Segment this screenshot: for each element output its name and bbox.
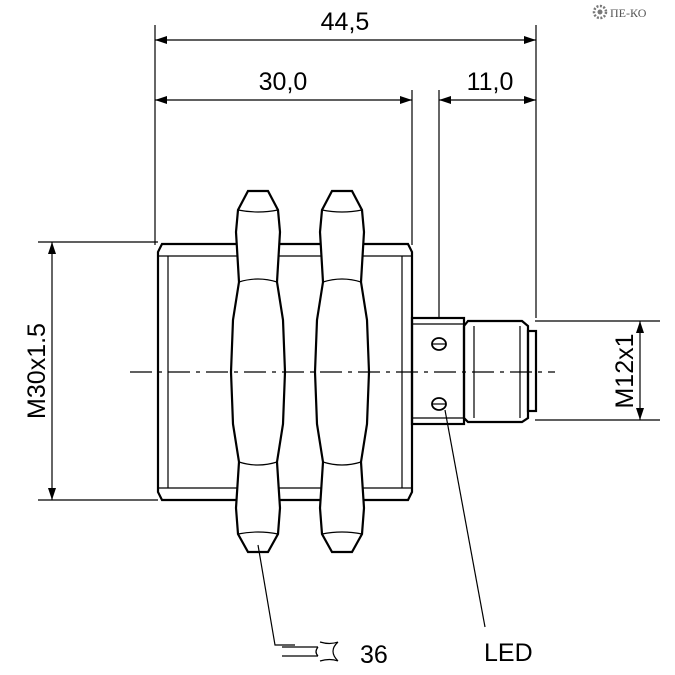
dim-thread-diameter: M30x1.5 xyxy=(23,242,56,500)
led-icon xyxy=(431,397,447,411)
dim-connector-thread: M12x1 xyxy=(611,321,644,420)
wrench-callout: 36 xyxy=(257,544,388,669)
dim-connector-length-label: 11,0 xyxy=(467,68,514,96)
dim-connector-thread-label: M12x1 xyxy=(611,333,639,408)
extension-lines xyxy=(38,25,660,501)
wrench-icon xyxy=(282,641,339,662)
led-icon xyxy=(431,337,447,351)
led-label: LED xyxy=(484,639,533,667)
dim-thread-length: 30,0 xyxy=(155,68,412,104)
connector-housing xyxy=(410,316,538,426)
led-windows xyxy=(431,337,447,411)
dim-overall-length-label: 44,5 xyxy=(321,8,370,36)
logo-text: ПЕ-КО xyxy=(610,6,647,20)
dim-connector-length: 11,0 xyxy=(439,68,536,104)
wrench-size-label: 36 xyxy=(360,641,388,669)
dim-thread-diameter-label: M30x1.5 xyxy=(23,323,51,419)
led-callout: LED xyxy=(444,409,533,667)
dim-thread-length-label: 30,0 xyxy=(259,68,308,96)
logo: ПЕ-КО xyxy=(592,4,647,20)
dim-overall-length: 44,5 xyxy=(155,8,536,44)
gear-icon xyxy=(592,4,608,20)
